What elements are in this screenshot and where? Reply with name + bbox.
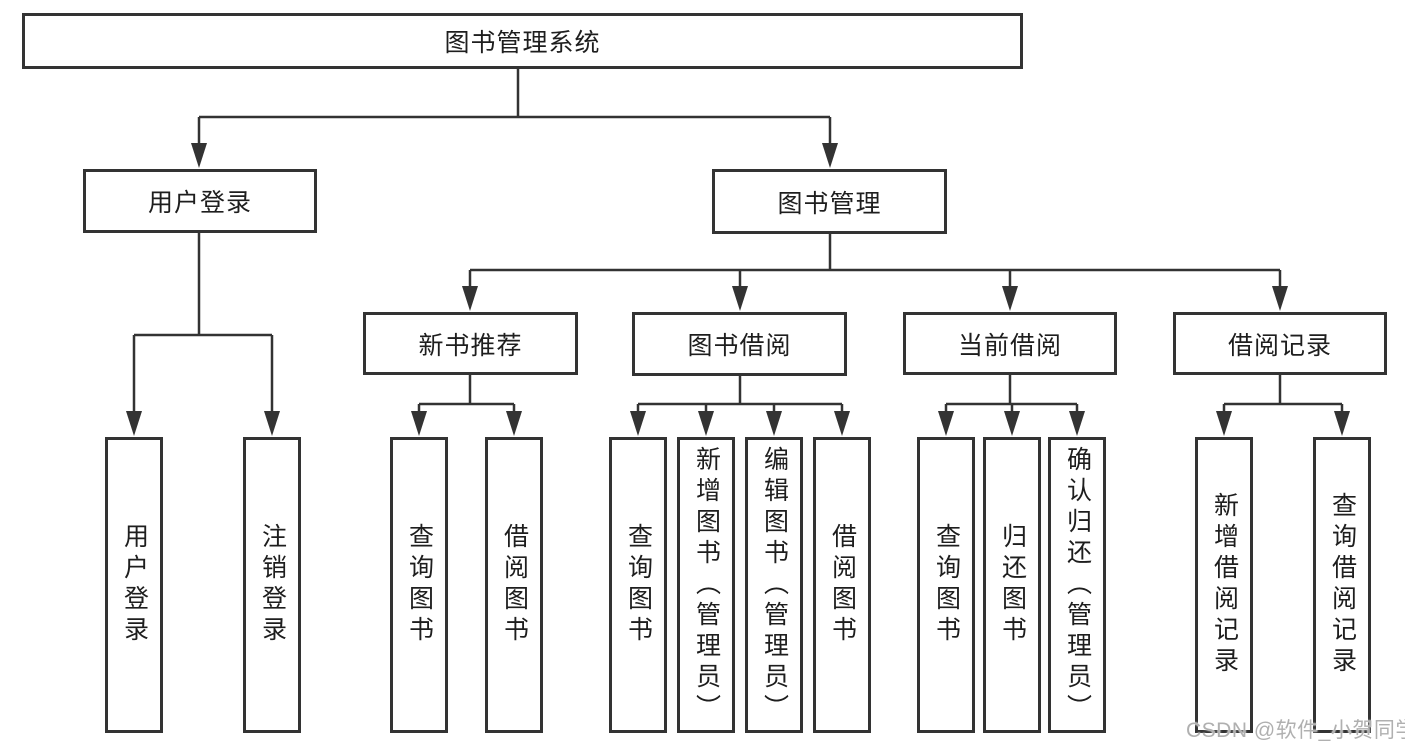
leaf-records-add-record: 新增借阅记录 (1195, 437, 1253, 733)
leaf-current-return-book-label: 归还图书 (998, 523, 1027, 647)
leaf-newrec-query-book: 查询图书 (390, 437, 448, 733)
leaf-borrow-query-book: 查询图书 (609, 437, 667, 733)
leaf-records-add-record-label: 新增借阅记录 (1210, 492, 1239, 678)
leaf-borrow-add-book-admin-label: 新增图书（管理员） (692, 445, 721, 725)
leaf-user-login: 用户登录 (105, 437, 163, 733)
leaf-user-login-label: 用户登录 (120, 523, 149, 647)
node-book-management: 图书管理 (712, 169, 947, 234)
leaf-borrow-query-book-label: 查询图书 (624, 523, 653, 647)
node-borrow-records: 借阅记录 (1173, 312, 1387, 375)
csdn-watermark: CSDN @软件_小贺同学 (1186, 719, 1405, 742)
leaf-current-confirm-return-admin: 确认归还（管理员） (1048, 437, 1106, 733)
leaf-borrow-edit-book-admin: 编辑图书（管理员） (745, 437, 803, 733)
leaf-logout: 注销登录 (243, 437, 301, 733)
leaf-borrow-edit-book-admin-label: 编辑图书（管理员） (760, 445, 789, 725)
leaf-newrec-borrow-book: 借阅图书 (485, 437, 543, 733)
node-current-borrow: 当前借阅 (903, 312, 1117, 375)
leaf-records-query-record: 查询借阅记录 (1313, 437, 1371, 733)
leaf-borrow-borrow-book: 借阅图书 (813, 437, 871, 733)
node-root-system: 图书管理系统 (22, 13, 1023, 69)
node-book-borrow: 图书借阅 (632, 312, 847, 376)
leaf-newrec-borrow-book-label: 借阅图书 (500, 523, 529, 647)
node-user-login: 用户登录 (83, 169, 317, 233)
leaf-current-query-book-label: 查询图书 (932, 523, 961, 647)
leaf-current-return-book: 归还图书 (983, 437, 1041, 733)
leaf-current-query-book: 查询图书 (917, 437, 975, 733)
leaf-borrow-add-book-admin: 新增图书（管理员） (677, 437, 735, 733)
leaf-current-confirm-return-admin-label: 确认归还（管理员） (1063, 445, 1092, 725)
leaf-records-query-record-label: 查询借阅记录 (1328, 492, 1357, 678)
leaf-logout-label: 注销登录 (258, 523, 287, 647)
node-new-book-recommend: 新书推荐 (363, 312, 578, 375)
leaf-newrec-query-book-label: 查询图书 (405, 523, 434, 647)
leaf-borrow-borrow-book-label: 借阅图书 (828, 523, 857, 647)
